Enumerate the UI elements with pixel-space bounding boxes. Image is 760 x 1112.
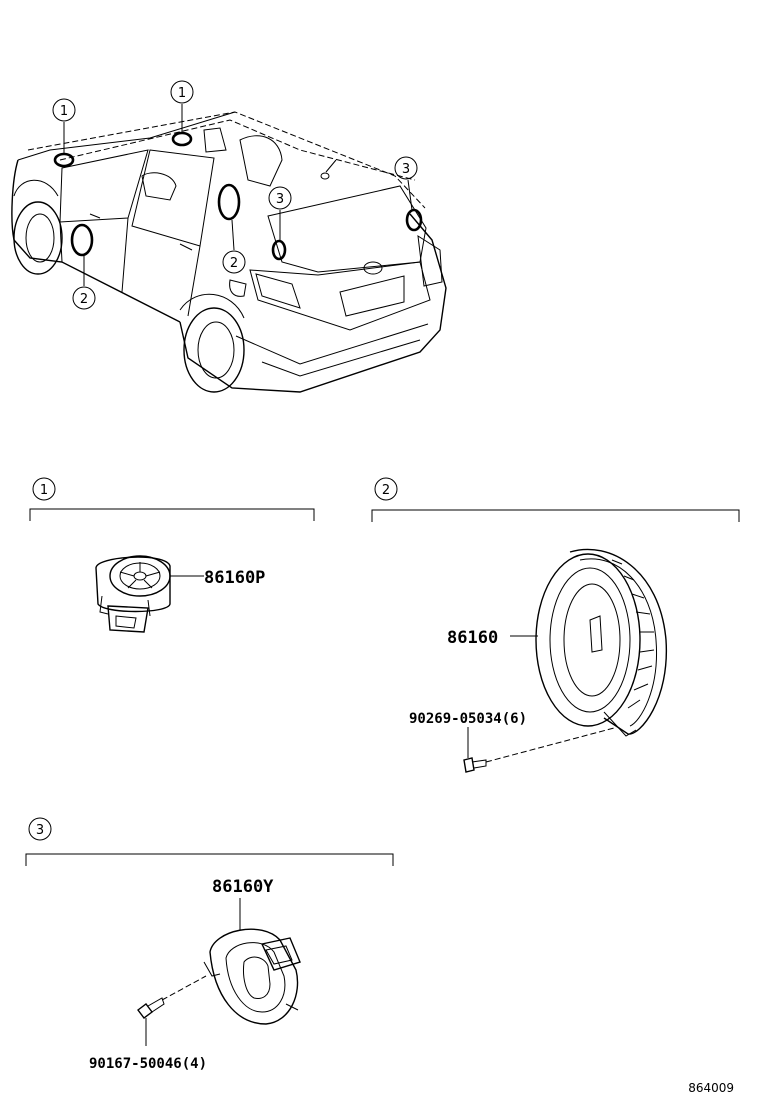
- location-ring-2a: [70, 223, 94, 257]
- callout-1-car-b: 1: [170, 80, 194, 104]
- svg-text:3: 3: [402, 162, 410, 177]
- svg-text:2: 2: [80, 292, 88, 307]
- part-number-86160P: 86160P: [204, 568, 265, 588]
- location-ring-3b: [405, 208, 423, 232]
- location-ring-2b: [217, 183, 241, 221]
- screw-icon-door: [463, 757, 487, 773]
- section-1-callout: 1: [32, 477, 56, 501]
- svg-text:1: 1: [40, 483, 48, 498]
- svg-text:2: 2: [230, 256, 238, 271]
- callout-2-car-a: 2: [72, 286, 96, 310]
- section-3-callout: 3: [28, 817, 52, 841]
- location-ring-1b: [171, 131, 193, 147]
- section-3-bracket: [25, 853, 394, 866]
- part-number-90167-50046: 90167-50046(4): [89, 1056, 207, 1072]
- callout-3-car-a: 3: [268, 186, 292, 210]
- part-number-86160Y: 86160Y: [212, 877, 274, 897]
- section-1-tweeter: 1 86160P: [29, 477, 315, 633]
- door-speaker-icon: [535, 548, 667, 737]
- svg-text:3: 3: [36, 823, 44, 838]
- callout-2-car-b: 2: [222, 250, 246, 274]
- part-number-86160: 86160: [447, 628, 498, 648]
- diagram-reference-code: 864009: [688, 1081, 734, 1095]
- section-2-callout: 2: [374, 477, 398, 501]
- svg-text:3: 3: [276, 192, 284, 207]
- section-2-door-speaker: 2 86160 90269-05034(6): [371, 477, 740, 773]
- callout-3-car-b: 3: [394, 156, 418, 180]
- section-1-bracket: [29, 508, 315, 521]
- section-3-rear-speaker: 3 86160Y 90167-50046(4): [25, 817, 394, 1072]
- tweeter-icon: [95, 555, 171, 633]
- svg-text:1: 1: [178, 86, 186, 101]
- callout-1-car-a: 1: [52, 98, 76, 122]
- rear-speaker-icon: [203, 928, 301, 1025]
- location-ring-3a: [271, 239, 287, 261]
- location-ring-1a: [53, 152, 75, 168]
- screw-icon-rear: [137, 997, 165, 1019]
- svg-text:2: 2: [382, 483, 390, 498]
- svg-text:1: 1: [60, 104, 68, 119]
- section-2-bracket: [371, 509, 740, 522]
- vehicle-overview: 1 1 2 2 3 3: [11, 80, 447, 393]
- part-number-90269-05034: 90269-05034(6): [409, 711, 527, 727]
